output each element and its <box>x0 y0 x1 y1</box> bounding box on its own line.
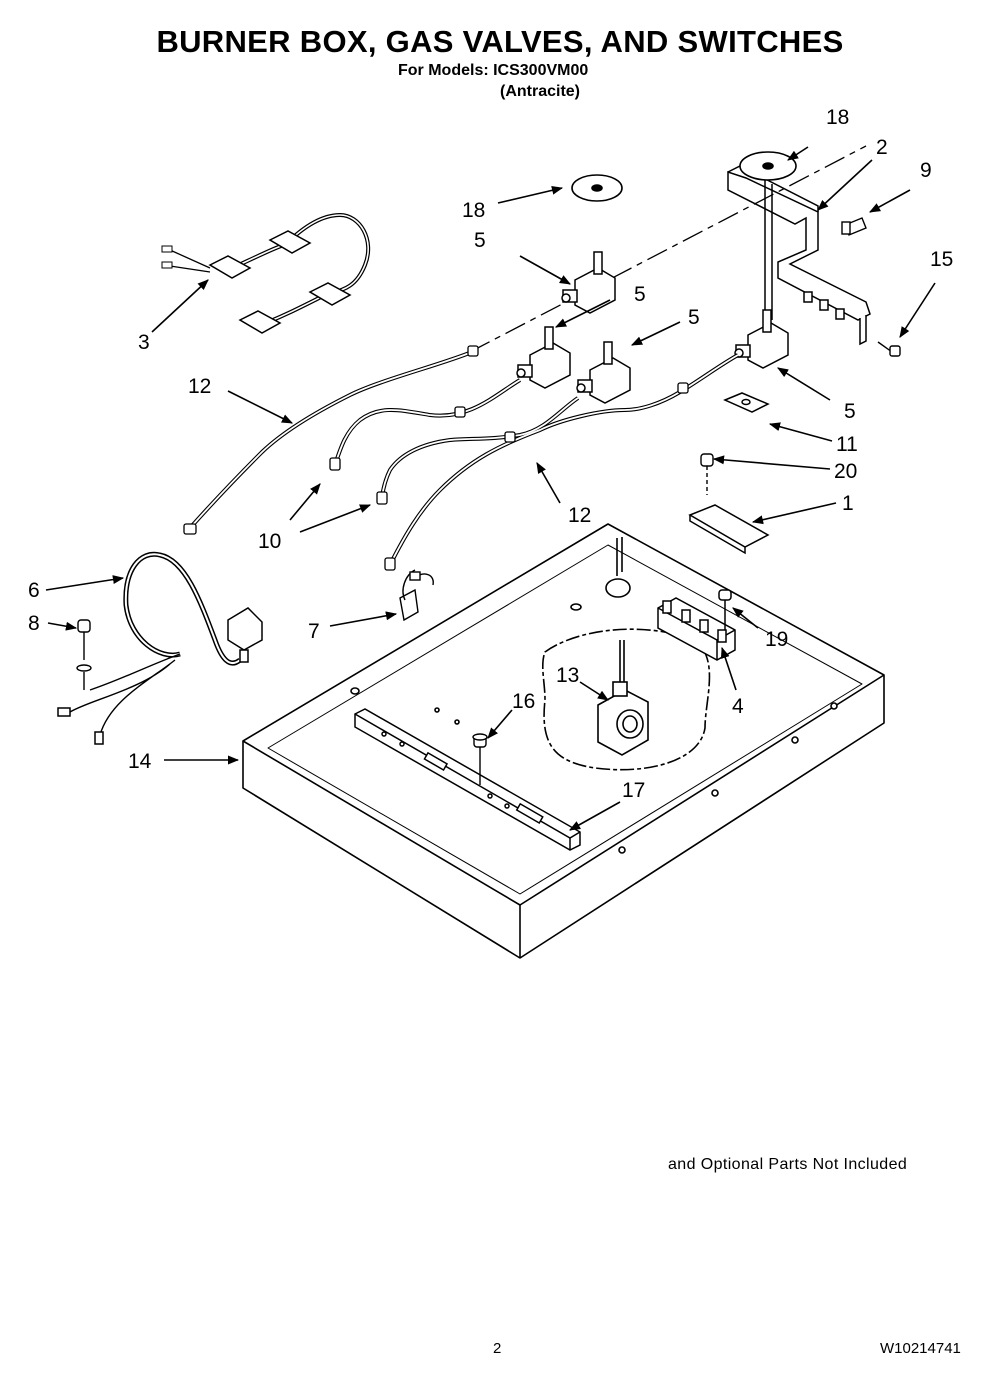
callout-1: 1 <box>842 492 854 515</box>
burner-cap-left <box>571 174 623 202</box>
callout-16: 16 <box>512 690 535 713</box>
burner-cap-right <box>739 151 797 181</box>
callout-13: 13 <box>556 664 579 687</box>
color-line: (Antracite) <box>500 83 581 100</box>
gas-valve-2 <box>516 326 571 389</box>
screw-9 <box>841 217 867 236</box>
callout-6: 6 <box>28 579 40 602</box>
switch-block <box>657 589 736 661</box>
callout-10: 10 <box>258 530 281 553</box>
callout-5d: 5 <box>844 400 856 423</box>
parts-note: and Optional Parts Not Included <box>668 1156 908 1173</box>
power-cord <box>57 551 263 745</box>
ignition-harness <box>161 212 371 334</box>
orifice-plate <box>723 392 770 413</box>
callout-15: 15 <box>930 248 953 271</box>
callout-17: 17 <box>622 779 645 802</box>
pressure-regulator <box>597 640 649 756</box>
tube-fittings <box>183 345 689 571</box>
callout-11: 11 <box>836 433 858 456</box>
callout-12b: 12 <box>568 504 591 527</box>
gas-valve-3 <box>576 341 631 404</box>
callout-20: 20 <box>834 460 857 483</box>
callout-18a: 18 <box>826 106 849 129</box>
callout-12a: 12 <box>188 375 211 398</box>
manifold-centerline <box>469 145 867 353</box>
gas-valve-1 <box>561 251 616 314</box>
mounting-bracket <box>354 708 581 851</box>
gas-valve-4 <box>734 309 789 369</box>
screw-15 <box>877 341 901 357</box>
screw-16 <box>472 733 488 785</box>
document-number: W10214741 <box>880 1340 961 1357</box>
leader-lines <box>45 146 936 831</box>
callout-14: 14 <box>128 750 152 773</box>
valve-bracket <box>727 165 871 346</box>
callout-5c: 5 <box>688 306 700 329</box>
wire-connector <box>399 569 434 622</box>
callout-5b: 5 <box>634 283 646 306</box>
screw-20 <box>700 453 714 495</box>
callout-3: 3 <box>138 331 150 354</box>
models-line: For Models: ICS300VM00 <box>398 62 589 79</box>
page-title: BURNER BOX, GAS VALVES, AND SWITCHES <box>156 24 844 59</box>
callout-19: 19 <box>765 628 788 651</box>
callout-18b: 18 <box>462 199 485 222</box>
callout-7: 7 <box>308 620 320 643</box>
callout-4: 4 <box>732 695 744 718</box>
callout-5a: 5 <box>474 229 486 252</box>
page-number: 2 <box>493 1340 502 1357</box>
callout-9: 9 <box>920 159 932 182</box>
shield-plate <box>688 504 770 555</box>
callout-2: 2 <box>876 136 888 159</box>
cutaway-view <box>542 628 711 771</box>
callout-8: 8 <box>28 612 40 635</box>
callout-labels: 1 2 3 4 5 5 5 5 6 7 8 9 10 11 12 12 13 1… <box>28 106 953 802</box>
screw-8 <box>76 619 92 690</box>
